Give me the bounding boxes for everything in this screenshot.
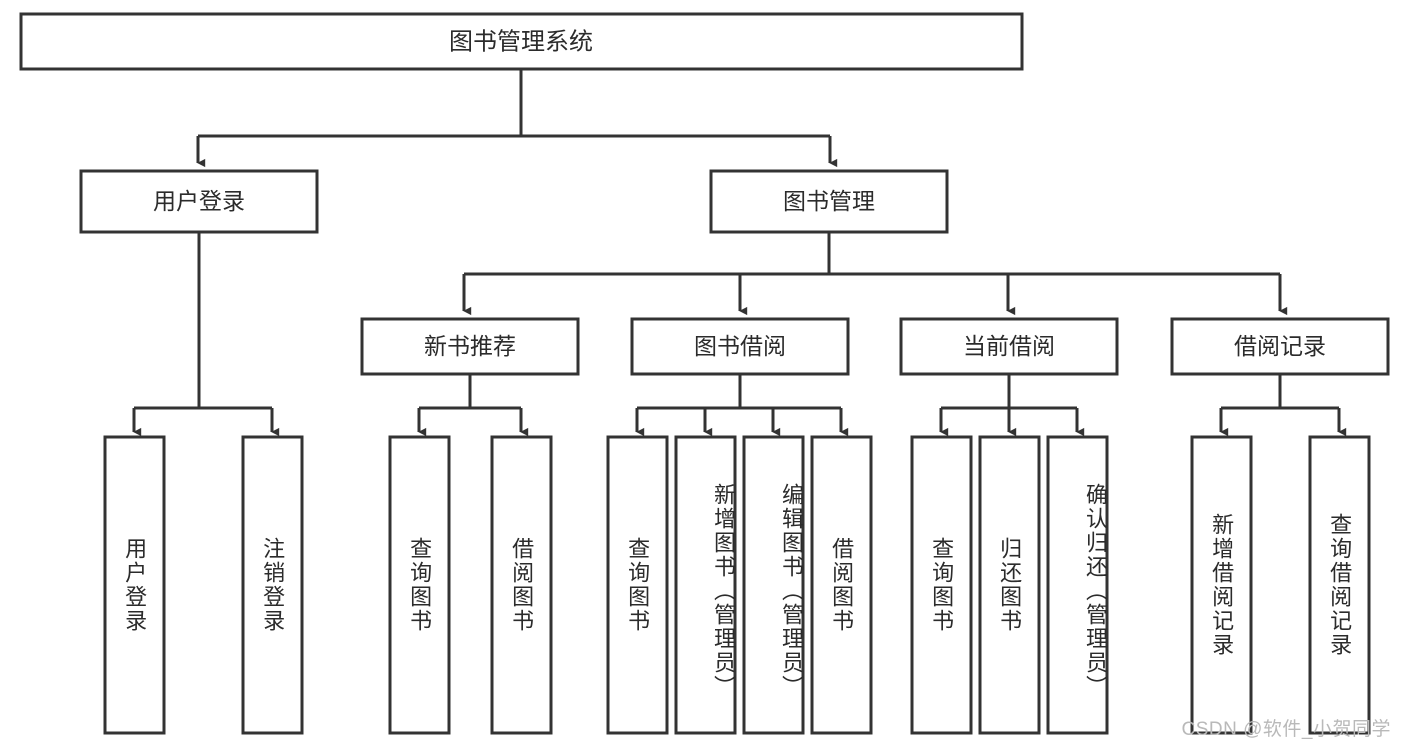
- node-book-manage-box: [709, 169, 949, 234]
- node-borrow-record-box: [1170, 317, 1390, 376]
- node-book-borrow-box: [630, 317, 850, 376]
- leaf-box-user-login-1[interactable]: [241, 435, 304, 735]
- node-new-book-label: 新书推荐: [424, 333, 516, 359]
- node-user-login[interactable]: 用户登录: [79, 169, 319, 234]
- leaf-box-current-borrow-2[interactable]: [1046, 435, 1109, 735]
- leaf-box-borrow-record-0[interactable]: [1190, 435, 1253, 735]
- node-book-borrow[interactable]: 图书借阅: [630, 317, 850, 376]
- leaf-box-current-borrow-1[interactable]: [978, 435, 1041, 735]
- node-root-label: 图书管理系统: [449, 28, 593, 55]
- node-root[interactable]: 图书管理系统: [19, 12, 1024, 71]
- node-user-login-label: 用户登录: [153, 188, 245, 214]
- node-book-manage-label: 图书管理: [783, 188, 875, 214]
- node-current-borrow-label: 当前借阅: [963, 333, 1055, 359]
- leaf-box-book-borrow-1[interactable]: [674, 435, 737, 735]
- node-book-borrow-label: 图书借阅: [694, 333, 786, 359]
- node-root-box: [19, 12, 1024, 71]
- node-borrow-record[interactable]: 借阅记录: [1170, 317, 1390, 376]
- leaf-box-book-borrow-2[interactable]: [742, 435, 805, 735]
- leaf-box-new-book-1[interactable]: [490, 435, 553, 735]
- node-current-borrow[interactable]: 当前借阅: [899, 317, 1119, 376]
- leaf-box-book-borrow-3[interactable]: [810, 435, 873, 735]
- node-book-manage[interactable]: 图书管理: [709, 169, 949, 234]
- node-new-book[interactable]: 新书推荐: [360, 317, 580, 376]
- leaf-box-borrow-record-1[interactable]: [1308, 435, 1371, 735]
- leaf-box-current-borrow-0[interactable]: [910, 435, 973, 735]
- csdn-watermark: CSDN @软件_小贺同学: [1181, 719, 1391, 740]
- node-new-book-box: [360, 317, 580, 376]
- leaf-box-user-login-0[interactable]: [103, 435, 166, 735]
- node-borrow-record-label: 借阅记录: [1234, 333, 1326, 359]
- leaf-box-new-book-0[interactable]: [388, 435, 451, 735]
- leaf-box-book-borrow-0[interactable]: [606, 435, 669, 735]
- node-current-borrow-box: [899, 317, 1119, 376]
